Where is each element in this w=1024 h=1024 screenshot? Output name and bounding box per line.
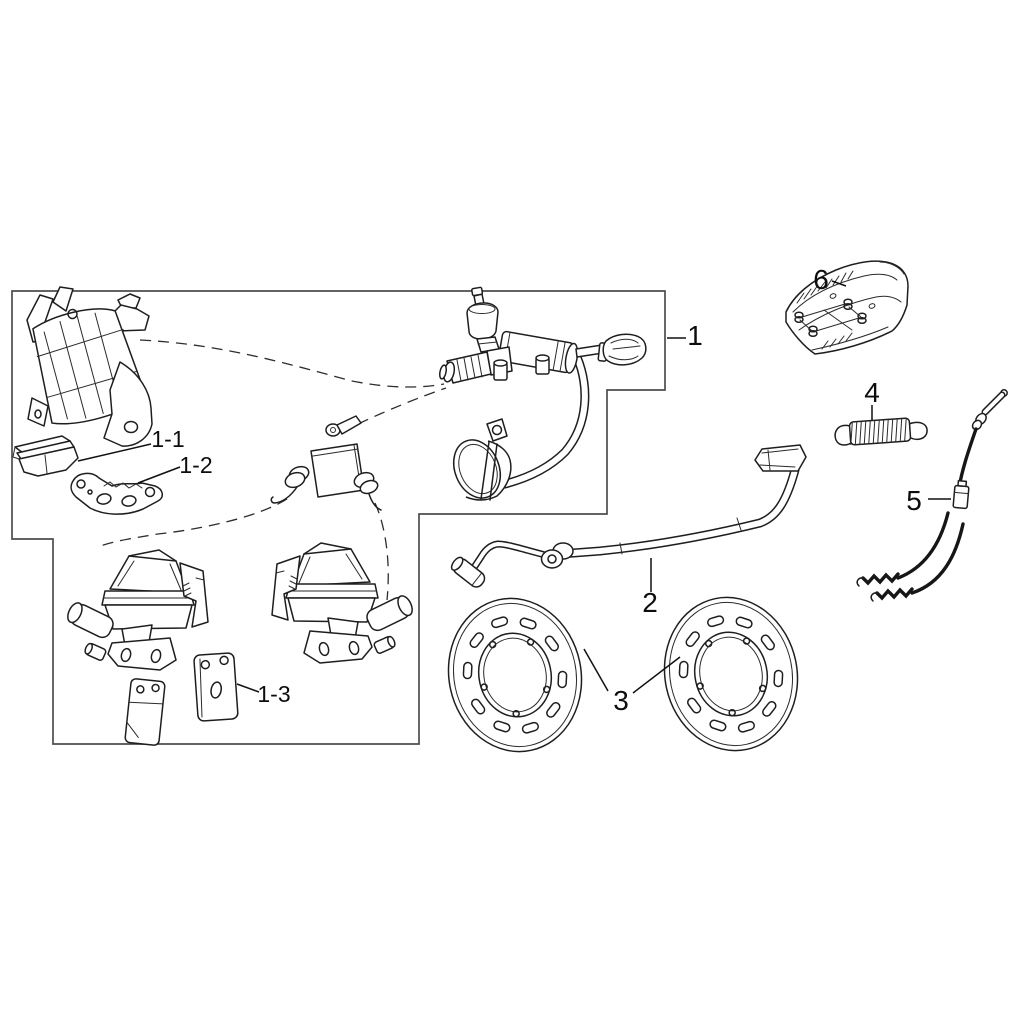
front-brake-caliper-right bbox=[271, 542, 417, 664]
front-brake-pad-left bbox=[124, 678, 166, 746]
rear-brake-pad-1-1 bbox=[12, 435, 79, 477]
callout-leader-lines bbox=[77, 280, 951, 694]
callout-1-2: 1-2 bbox=[179, 452, 212, 478]
hydraulic-junction-block bbox=[270, 415, 382, 511]
callout-3: 3 bbox=[613, 685, 629, 716]
front-brake-pad-right bbox=[193, 652, 239, 722]
callout-1: 1 bbox=[687, 320, 703, 351]
callout-5: 5 bbox=[906, 485, 922, 516]
master-cylinder-assembly bbox=[438, 286, 647, 501]
callout-1-3: 1-3 bbox=[257, 681, 290, 707]
brake-disc-left bbox=[433, 585, 597, 765]
brake-disc-right bbox=[649, 584, 813, 764]
brake-pedal bbox=[450, 444, 807, 588]
rear-brake-caliper bbox=[26, 286, 153, 447]
front-brake-caliper-left bbox=[63, 549, 209, 671]
assembly-connection-lines bbox=[97, 339, 447, 601]
fluid-reservoir bbox=[452, 418, 512, 501]
brake-cable bbox=[856, 389, 1008, 602]
callout-2: 2 bbox=[642, 587, 658, 618]
caliper-bracket-1-2 bbox=[70, 472, 163, 515]
callout-4: 4 bbox=[864, 377, 880, 408]
pedal-cover-plate bbox=[785, 260, 909, 355]
part-group-1-outline-box bbox=[11, 290, 666, 745]
pedal-return-spring bbox=[834, 417, 928, 446]
callout-1-1: 1-1 bbox=[151, 426, 184, 452]
callout-6: 6 bbox=[813, 264, 829, 295]
